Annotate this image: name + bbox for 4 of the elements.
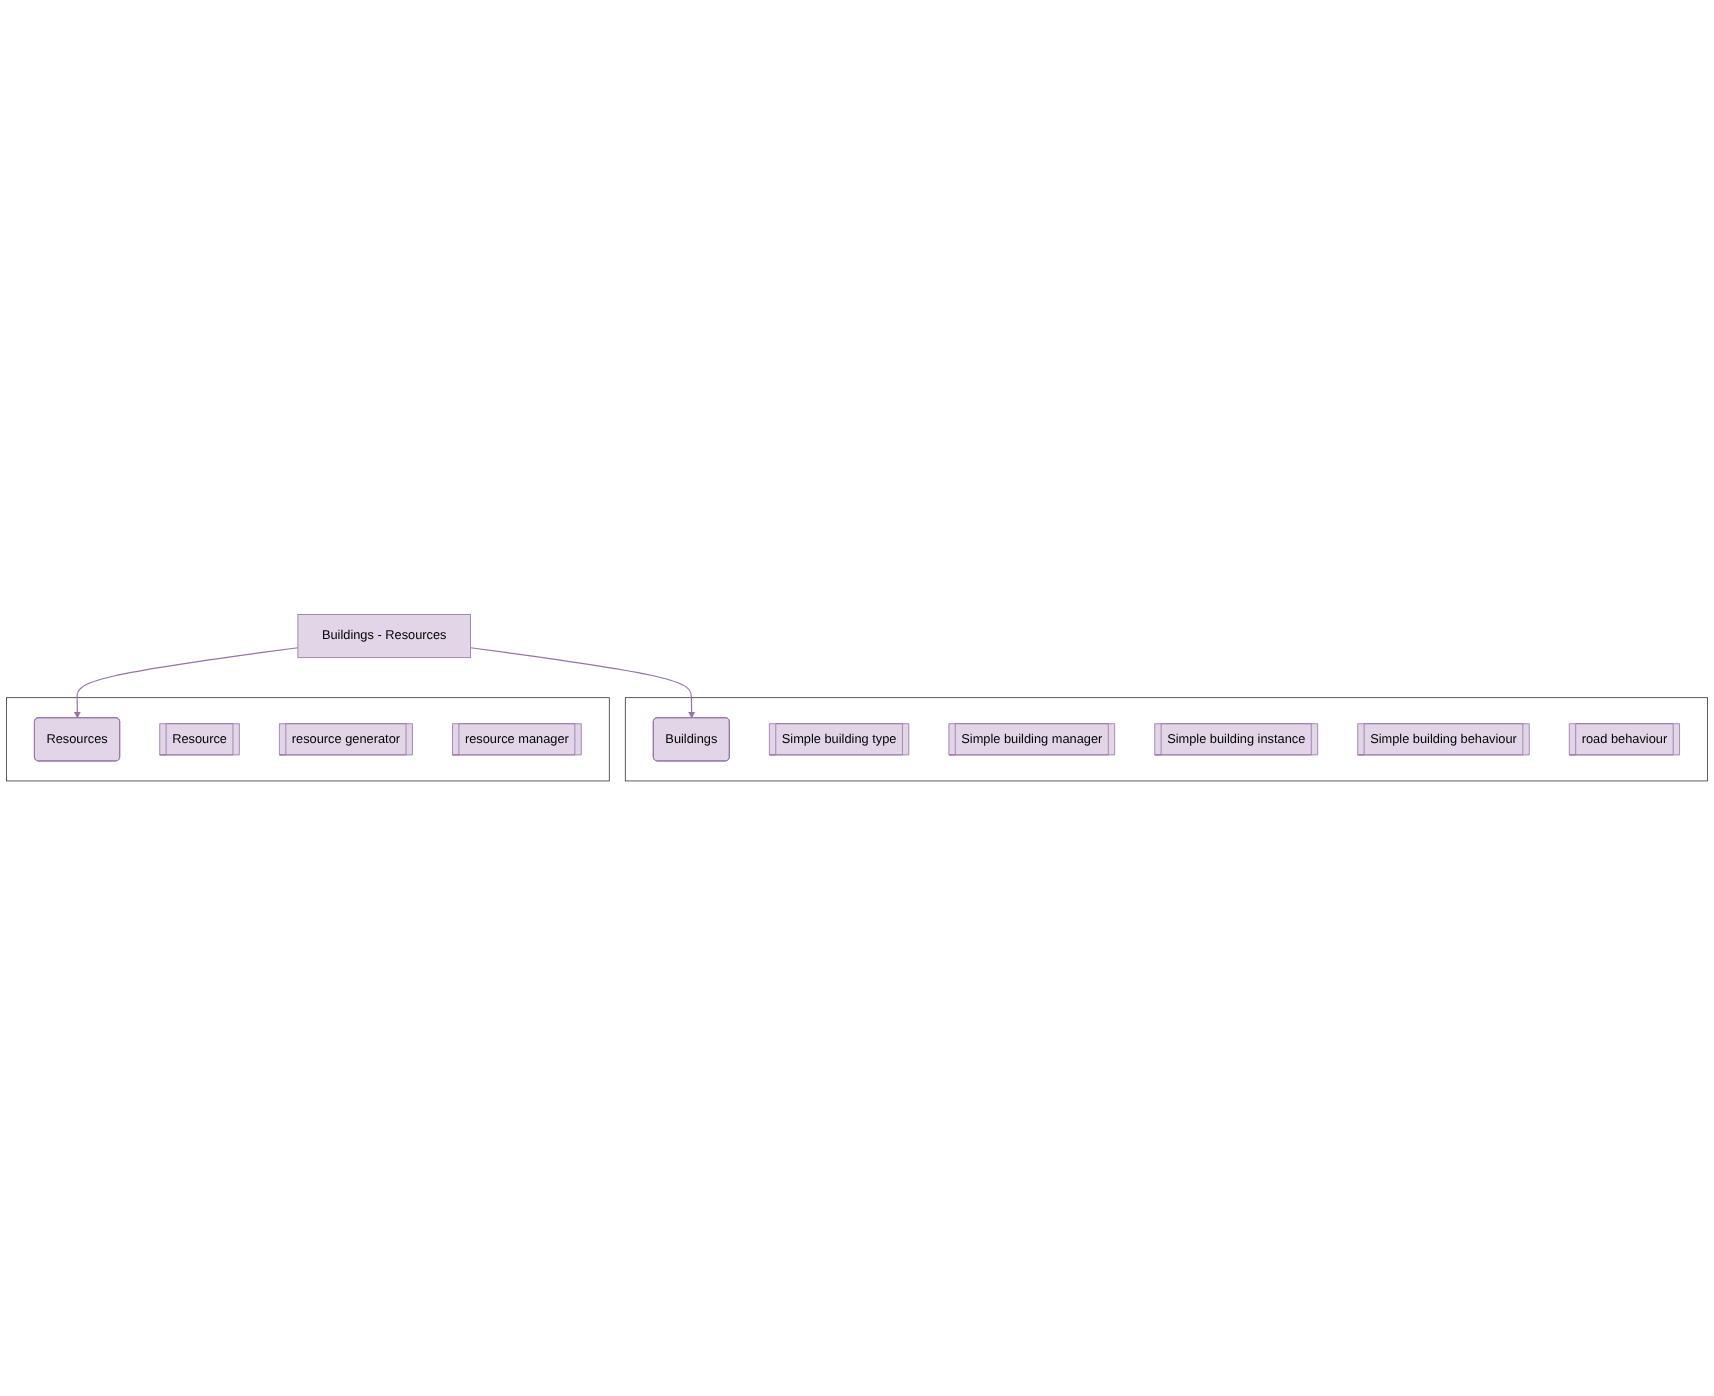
arrow: [469, 647, 696, 719]
arrow: [73, 647, 299, 719]
cluster: [6, 697, 610, 782]
cluster: [624, 697, 1708, 782]
